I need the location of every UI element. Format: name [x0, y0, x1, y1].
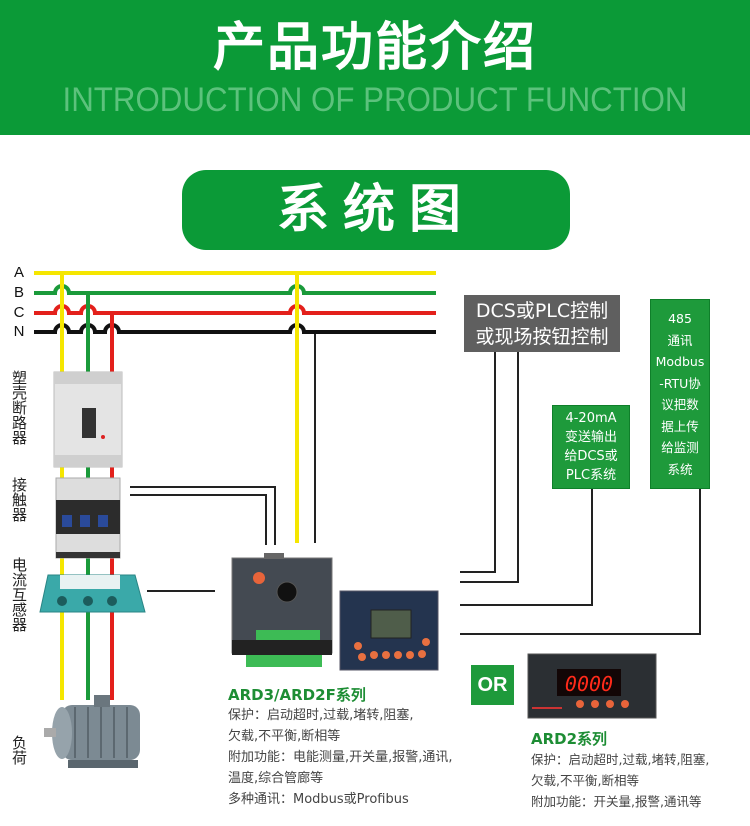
or-badge: OR: [471, 665, 514, 705]
comm-box-line: 给监测: [661, 440, 699, 455]
ard3-desc-line: 多种通讯：Modbus或Profibus: [228, 792, 409, 807]
ard2-desc-line: 附加功能：开关量,报警,通讯等: [531, 794, 702, 809]
control-wire: [460, 352, 519, 583]
load-label: 负荷: [10, 735, 28, 765]
comm-box-line: 通讯: [667, 332, 693, 348]
ard2-desc-line: 保护：启动超时,过载,堵转,阻塞,: [531, 752, 710, 767]
contactor-image: [55, 477, 121, 559]
bus-b: [34, 284, 436, 295]
comm-box-line: 议把数: [661, 397, 699, 412]
control-box: DCS或PLC控制 或现场按钮控制: [464, 295, 620, 352]
contactor-wire: [130, 494, 267, 545]
ard3-main-unit-image: [231, 553, 333, 667]
phase-label-b: B: [13, 284, 24, 301]
current-transformer-image: [39, 574, 146, 613]
ct-label: 电流互感器: [10, 557, 28, 632]
ard2-desc-line: 欠载,不平衡,断相等: [531, 773, 639, 788]
phase-label-a: A: [13, 264, 24, 281]
section-title: 系统图: [182, 170, 570, 250]
ard2-description: ARD2系列 保护：启动超时,过载,堵转,阻塞, 欠载,不平衡,断相等 附加功能…: [531, 728, 750, 812]
comm-box-line: -RTU协: [659, 375, 701, 391]
analog-wire: [460, 489, 593, 606]
ard3-series-name: ARD3/ARD2F系列: [228, 686, 366, 704]
ard2-display-readout: 0000: [565, 672, 613, 696]
comm-box-line: 据上传: [661, 418, 699, 434]
ard3-description: ARD3/ARD2F系列 保护：启动超时,过载,堵转,阻塞, 欠载,不平衡,断相…: [228, 684, 468, 810]
motor-image: [44, 695, 140, 768]
comm-box-line: Modbus: [655, 354, 705, 369]
page-subtitle: INTRODUCTION OF PRODUCT FUNCTION: [62, 81, 688, 119]
communication-box: 485 通讯 Modbus -RTU协 议把数 据上传 给监测 系统: [650, 299, 710, 489]
comm-box-line: 系统: [667, 461, 693, 477]
control-wire: [460, 352, 496, 573]
control-box-line: 或现场按钮控制: [475, 326, 609, 348]
control-box-line: DCS或PLC控制: [475, 300, 609, 322]
comm-wire-h: [460, 489, 701, 635]
analog-box-line: PLC系统: [565, 468, 617, 483]
phase-label-n: N: [13, 323, 25, 340]
analog-output-box: 4-20mA 变送输出 给DCS或 PLC系统: [552, 405, 630, 489]
contactor-wire: [130, 486, 276, 545]
ard3-desc-line: 温度,综合管廊等: [228, 771, 324, 786]
breaker-image: [53, 371, 123, 468]
contactor-label: 接触器: [10, 477, 28, 522]
bus-c: [34, 304, 436, 315]
ard3-display-unit-image: [339, 590, 439, 671]
analog-box-line: 变送输出: [564, 430, 617, 445]
header-banner: [0, 0, 750, 135]
ard2-series-name: ARD2系列: [531, 730, 608, 748]
page-title: 产品功能介绍: [212, 18, 537, 78]
ard3-desc-line: 欠载,不平衡,断相等: [228, 729, 341, 744]
bus-n: [34, 323, 436, 334]
analog-box-line: 给DCS或: [564, 449, 618, 464]
phase-label-c: C: [13, 304, 25, 321]
comm-box-line: 485: [668, 311, 692, 326]
analog-box-line: 4-20mA: [565, 411, 617, 426]
ard3-desc-line: 附加功能：电能测量,开关量,报警,通讯,: [228, 750, 453, 765]
ard3-desc-line: 保护：启动超时,过载,堵转,阻塞,: [228, 708, 414, 723]
ard2-meter-image: [527, 653, 657, 719]
breaker-label: 塑壳断路器: [10, 370, 28, 445]
